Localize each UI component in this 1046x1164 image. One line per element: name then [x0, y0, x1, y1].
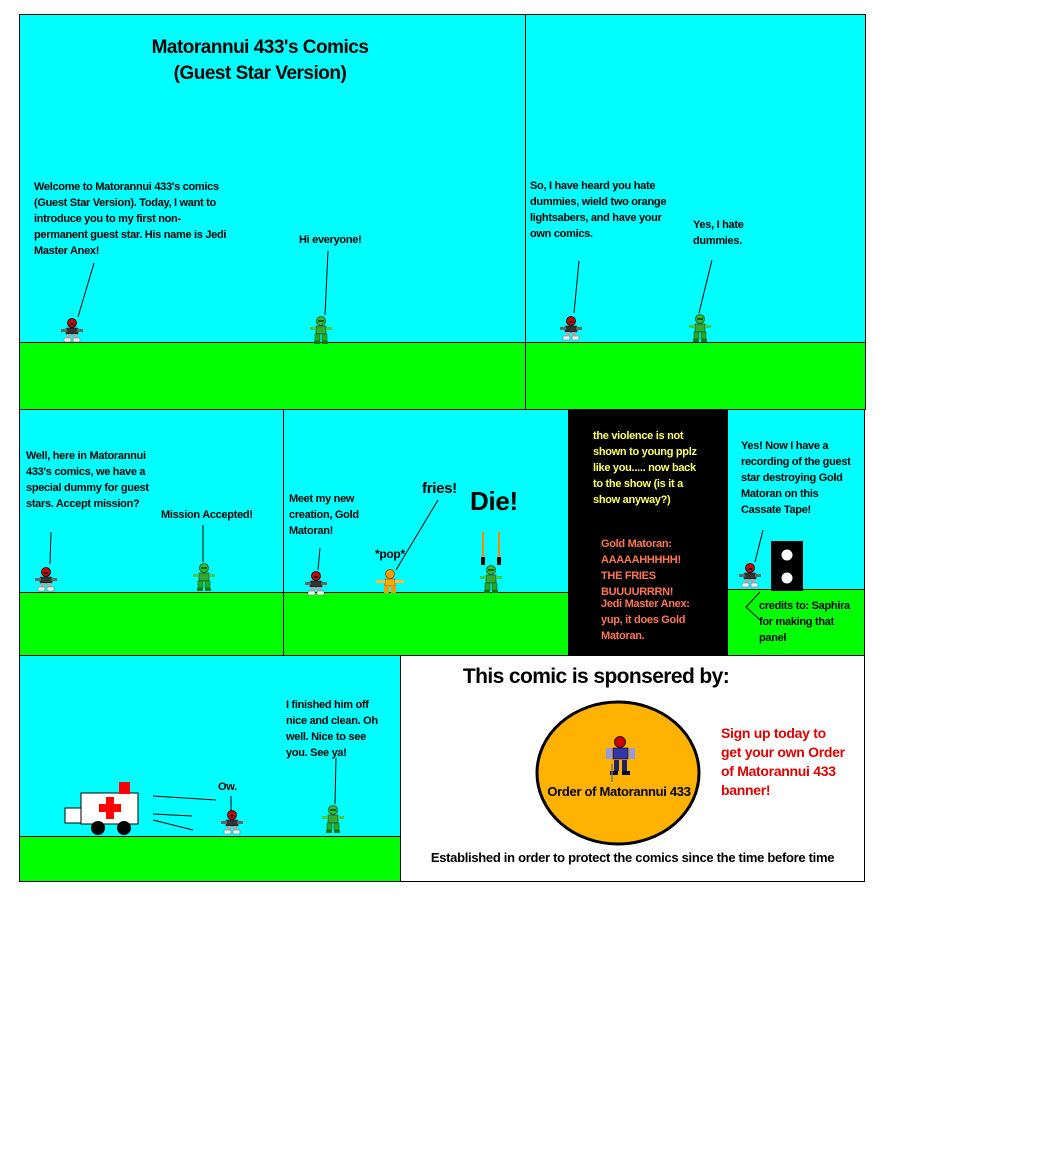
narrator-matoran-icon — [220, 810, 244, 835]
credits-note: credits to: Saphira for making that pane… — [759, 600, 850, 644]
badge-label: Order of Matorannui 433 — [547, 784, 691, 799]
lightsaber-icon — [481, 532, 501, 565]
narrator-speech: Well, here in Matorannui 433's comics, w… — [26, 450, 149, 510]
narrator-matoran-icon — [34, 567, 58, 592]
panel-4: Meet my new creation, Gold Matoran! *pop… — [283, 409, 569, 656]
pop-sound: *pop* — [375, 547, 405, 561]
ow-speech: Ow. — [218, 781, 237, 793]
ground — [284, 592, 568, 655]
guest-matoran-icon — [688, 314, 712, 343]
guest-speech: Yes, I hate dummies. — [693, 219, 744, 247]
ambulance-icon — [64, 782, 217, 835]
narrator-matoran-icon — [60, 318, 84, 343]
guest-speech: Hi everyone! — [299, 234, 362, 246]
established-text: Established in order to protect the comi… — [430, 850, 835, 865]
panel-7: Ow. I finished him off nice and clean. O… — [19, 655, 401, 882]
fries-shout: fries! — [422, 480, 457, 497]
title-line-1: Matorannui 433's Comics — [151, 37, 369, 58]
sponsor-heading: This comic is sponsered by: — [462, 665, 730, 688]
narrator-matoran-icon — [738, 563, 762, 588]
guest-matoran-icon — [192, 563, 216, 592]
panel-6: Yes! Now I have a recording of the guest… — [727, 409, 865, 656]
narrator-speech: Yes! Now I have a recording of the guest… — [741, 440, 851, 516]
guest-matoran-icon — [321, 805, 345, 834]
signup-text: Sign up today to get your own Order of M… — [721, 725, 845, 798]
ground — [526, 342, 865, 409]
anex-quote: Jedi Master Anex: yup, it does Gold Mato… — [601, 598, 690, 642]
narrator-speech: Welcome to Matorannui 433's comics (Gues… — [34, 181, 227, 257]
guest-speech: I finished him off nice and clean. Oh we… — [286, 699, 378, 759]
narrator-speech: Meet my new creation, Gold Matoran! — [289, 493, 359, 537]
gold-quote: Gold Matoran: AAAAAHHHHH! THE FRIES BUUU… — [601, 538, 681, 598]
gold-matoran-icon — [375, 569, 405, 594]
sponsor-panel: This comic is sponsered by: Order of Mat… — [400, 655, 865, 882]
ground — [20, 342, 525, 409]
ground — [20, 592, 283, 655]
order-badge-figure-icon — [606, 736, 635, 782]
comic-title: Matorannui 433's Comics (Guest Star Vers… — [20, 35, 500, 87]
guest-speech: Mission Accepted! — [161, 509, 253, 521]
guest-matoran-icon — [309, 316, 333, 345]
guest-matoran-icon — [479, 565, 503, 594]
panel-1: Matorannui 433's Comics (Guest Star Vers… — [19, 14, 526, 410]
panel-2: So, I have heard you hate dummies, wield… — [525, 14, 866, 410]
ground — [20, 836, 400, 881]
die-shout: Die! — [470, 486, 518, 516]
title-line-2: (Guest Star Version) — [173, 63, 347, 84]
narrator-speech: So, I have heard you hate dummies, wield… — [530, 180, 667, 240]
narrator-matoran-icon — [559, 316, 583, 341]
censor-note: the violence is not shown to young pplz … — [593, 430, 697, 506]
panel-5: the violence is not shown to young pplz … — [568, 409, 728, 656]
cassette-tape-icon — [771, 541, 803, 591]
panel-3: Well, here in Matorannui 433's comics, w… — [19, 409, 284, 656]
